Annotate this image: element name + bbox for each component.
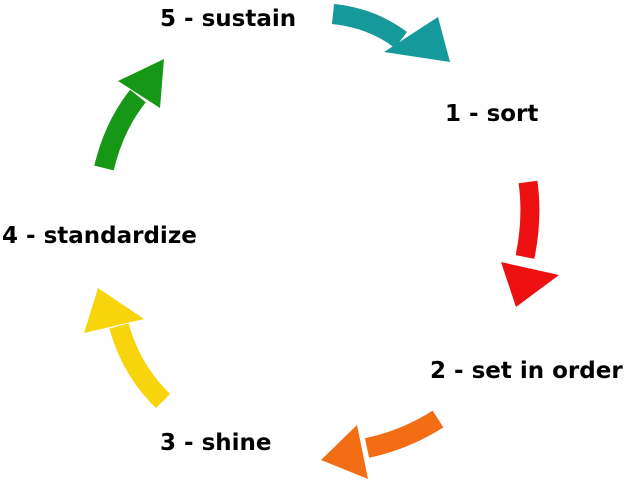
- arrow-shine-to-standardize-shaft: [109, 323, 171, 409]
- step-label-shine: 3 - shine: [160, 430, 272, 456]
- step-label-set-in-order: 2 - set in order: [430, 358, 623, 384]
- arrow-set-in-order-to-shine: [321, 410, 444, 479]
- arrow-shine-to-standardize-head: [84, 288, 144, 333]
- arrow-sort-to-set-in-order-shaft: [515, 180, 540, 259]
- arrow-shine-to-standardize: [84, 288, 171, 409]
- arrow-standardize-to-sustain-shaft: [94, 89, 146, 171]
- arrow-sustain-to-sort-shaft: [331, 4, 408, 49]
- step-label-standardize: 4 - standardize: [2, 223, 197, 249]
- arrow-sustain-to-sort: [331, 4, 450, 62]
- step-label-sort: 1 - sort: [445, 101, 539, 127]
- arrow-standardize-to-sustain-head: [118, 59, 164, 108]
- arrow-sort-to-set-in-order-head: [501, 262, 559, 307]
- arrow-set-in-order-to-shine-head: [321, 425, 368, 479]
- arrow-set-in-order-to-shine-shaft: [364, 410, 444, 458]
- step-label-sustain: 5 - sustain: [160, 6, 297, 32]
- arrow-standardize-to-sustain: [94, 59, 164, 171]
- arrow-sort-to-set-in-order: [501, 180, 559, 307]
- arrow-sustain-to-sort-head: [384, 17, 450, 62]
